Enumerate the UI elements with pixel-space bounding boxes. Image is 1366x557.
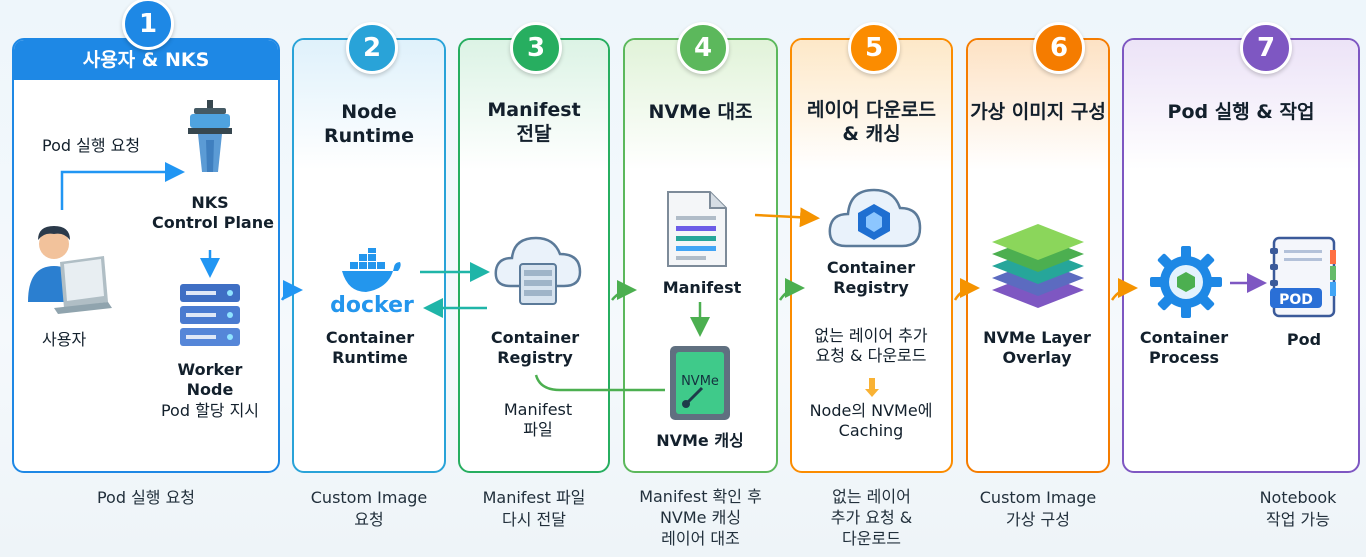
manifest-file-label-2: 파일 <box>523 420 553 439</box>
caption-4-line2: NVMe 캐싱 <box>659 508 742 527</box>
step-5-title-line1: 레이어 다운로드 <box>807 99 936 121</box>
step-4-title: NVMe 대조 <box>648 101 753 123</box>
step-7-badge: 7 <box>1240 22 1292 74</box>
container-runtime-label-1: Container <box>325 328 415 347</box>
gear-container-icon <box>1150 246 1222 318</box>
registry5-label-2: Registry <box>833 278 909 297</box>
node-nvme-cache-label-1: Node의 NVMe에 <box>809 401 933 420</box>
nvme-chip-label: NVMe <box>681 374 719 389</box>
arrow-registry-to-nvme <box>534 374 665 392</box>
caption-2-line2: 요청 <box>354 510 384 529</box>
pod-notebook-icon <box>1270 236 1336 318</box>
caption-2-line1: Custom Image <box>310 488 428 507</box>
pod-badge-label: POD <box>1279 292 1313 308</box>
caption-4-line3: 레이어 대조 <box>661 529 740 548</box>
overlay-label: Overlay <box>1002 348 1072 367</box>
docker-wordmark: docker <box>330 293 414 318</box>
server-icon <box>180 284 240 346</box>
missing-layer-label-2: 요청 & 다운로드 <box>815 346 927 365</box>
pod-assign-label: Pod 할당 지시 <box>160 401 260 420</box>
caption-7-line2: 작업 가능 <box>1266 510 1330 529</box>
step-3-title-line2: 전달 <box>516 123 552 145</box>
step-6-title: 가상 이미지 구성 <box>970 101 1106 123</box>
step-1-badge: 1 <box>122 0 174 50</box>
step-1-title: 사용자 & NKS <box>82 49 210 71</box>
manifest-document-icon <box>667 191 727 267</box>
registry-label-2: Registry <box>497 348 573 367</box>
caption-5-line2: 추가 요청 & <box>830 508 913 527</box>
nvme-layer-label: NVMe Layer <box>983 328 1091 347</box>
registry5-label-1: Container <box>826 258 916 277</box>
caption-6-line1: Custom Image <box>979 488 1097 507</box>
registry-label-1: Container <box>490 328 580 347</box>
arrow-to-step2 <box>280 280 303 301</box>
step-7-title: Pod 실행 & 작업 <box>1167 101 1315 123</box>
node-nvme-cache-label-2: Caching <box>838 421 904 440</box>
arrow-to-step7 <box>1110 278 1138 301</box>
container-process-label-2: Process <box>1149 348 1219 367</box>
user-laptop-icon <box>28 226 112 314</box>
node-label: Node <box>186 380 234 399</box>
pod-request-label: Pod 실행 요청 <box>42 136 141 155</box>
nvme-drive-icon <box>670 346 730 420</box>
user-label: 사용자 <box>42 330 87 349</box>
control-plane-label: Control Plane <box>152 213 274 232</box>
caption-1: Pod 실행 요청 <box>96 488 196 507</box>
nks-label: NKS <box>191 193 229 212</box>
caption-3-line2: 다시 전달 <box>502 510 566 529</box>
missing-layer-label-1: 없는 레이어 추가 <box>814 326 928 345</box>
worker-label: Worker <box>177 360 243 379</box>
caption-4-line1: Manifest 확인 후 <box>639 487 762 506</box>
arrow-to-step6 <box>953 278 980 301</box>
caption-3-line1: Manifest 파일 <box>482 488 586 507</box>
step-4-badge: 4 <box>677 22 729 74</box>
arrow-to-step4 <box>611 280 637 301</box>
step-3-badge: 3 <box>510 22 562 74</box>
control-tower-icon <box>188 100 232 172</box>
manifest-file-label-1: Manifest <box>503 400 573 419</box>
container-runtime-label-2: Runtime <box>332 348 408 367</box>
cloud-registry-hex-icon <box>828 188 922 248</box>
step-2-title: Node Runtime <box>324 101 414 147</box>
layer-stack-icon <box>992 224 1084 308</box>
arrow-to-step5 <box>778 278 805 301</box>
step-2-badge: 2 <box>346 22 398 74</box>
step-5-panel: 레이어 다운로드 & 캐싱 <box>790 38 953 473</box>
step-5-badge: 5 <box>848 22 900 74</box>
nvme-caching-label: NVMe 캐싱 <box>656 431 744 450</box>
pod-label: Pod <box>1286 330 1322 349</box>
docker-whale-icon <box>342 248 401 292</box>
manifest-label: Manifest <box>662 278 742 297</box>
step-6-badge: 6 <box>1033 22 1085 74</box>
cloud-registry-icon <box>494 236 582 305</box>
arrow-user-to-control <box>60 162 185 210</box>
arrow-manifest-to-registry <box>754 207 820 228</box>
container-process-label-1: Container <box>1139 328 1229 347</box>
step-6-panel: 가상 이미지 구성 <box>966 38 1110 473</box>
step-5-title-line2: & 캐싱 <box>842 123 901 145</box>
caption-6-line2: 가상 구성 <box>1006 510 1070 529</box>
step-3-title-line1: Manifest <box>487 99 581 121</box>
caption-7-line1: Notebook <box>1259 488 1337 507</box>
caption-5-line3: 다운로드 <box>842 529 901 548</box>
caption-5-line1: 없는 레이어 <box>832 487 911 506</box>
